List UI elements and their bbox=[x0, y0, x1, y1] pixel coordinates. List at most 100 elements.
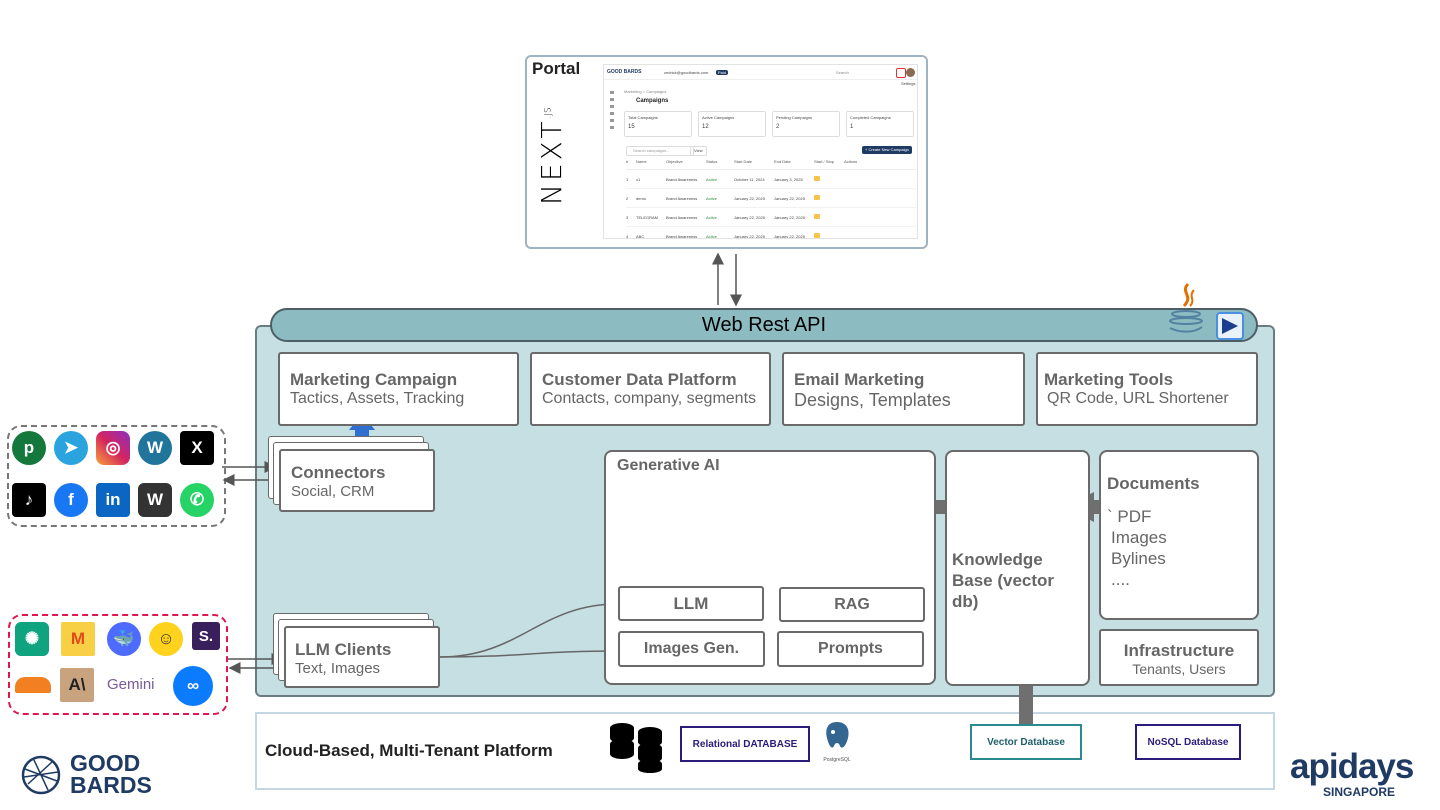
shot-table-cell: 1 bbox=[626, 176, 629, 182]
infrastructure-box[interactable]: Infrastructure Tenants, Users bbox=[1099, 629, 1259, 686]
documents-list: ` PDF Images Bylines .... bbox=[1107, 506, 1251, 590]
goodbards-logo-line1: GOOD bbox=[70, 750, 141, 776]
java-icon bbox=[1166, 282, 1206, 334]
documents-item: Bylines bbox=[1111, 549, 1166, 568]
module-subtitle: Tactics, Assets, Tracking bbox=[290, 390, 465, 407]
postgresql-icon: PostgreSQL bbox=[818, 720, 856, 766]
shot-table-cell: Active bbox=[706, 176, 717, 182]
shot-table-cell: Brand Awareness bbox=[666, 214, 698, 220]
module-title: Marketing Tools bbox=[1044, 370, 1174, 389]
genai-item-label: LLM bbox=[673, 593, 709, 613]
social-icons-grid: p ➤ ◎ W X ♪ f in W ✆ bbox=[12, 431, 222, 521]
llm-clients-title: LLM Clients bbox=[295, 640, 392, 659]
shot-toggle-icon[interactable] bbox=[814, 195, 820, 200]
genai-item-label: Prompts bbox=[818, 640, 883, 657]
shot-stat-card: Pending Campaigns 2 bbox=[772, 111, 840, 137]
shot-table-header-cell: # bbox=[626, 159, 629, 164]
module-marketing-tools[interactable]: Marketing Tools QR Code, URL Shortener bbox=[1036, 352, 1258, 426]
genai-images-box[interactable]: Images Gen. bbox=[618, 631, 765, 667]
cloud-platform-title: Cloud-Based, Multi-Tenant Platform bbox=[265, 741, 553, 760]
genai-prompts-box[interactable]: Prompts bbox=[777, 631, 924, 667]
module-title: Email Marketing bbox=[794, 370, 925, 389]
shot-table-cell: x1 bbox=[636, 176, 641, 182]
documents-box[interactable]: Documents ` PDF Images Bylines .... bbox=[1099, 450, 1259, 620]
connectors-box[interactable]: Connectors Social, CRM bbox=[279, 449, 435, 512]
shot-stat-card: Active Campaigns 12 bbox=[698, 111, 766, 137]
genai-llm-box[interactable]: LLM bbox=[618, 586, 764, 621]
clients-to-images-curve bbox=[439, 650, 619, 658]
api-tool-icon bbox=[1216, 312, 1244, 340]
shot-table-cell: ABC bbox=[636, 233, 645, 239]
infrastructure-subtitle: Tenants, Users bbox=[1132, 661, 1226, 677]
shot-search-input[interactable]: Search campaigns... bbox=[626, 146, 694, 156]
telegram-icon: ➤ bbox=[54, 431, 88, 465]
generative-ai-title: Generative AI bbox=[617, 457, 720, 474]
module-customer-data-platform[interactable]: Customer Data Platform Contacts, company… bbox=[530, 352, 771, 426]
shot-breadcrumb: Marketing > Campaigns bbox=[624, 89, 667, 94]
shot-table-cell: January 22, 2025 bbox=[774, 214, 805, 220]
shot-table-header-cell: Start / Stop bbox=[814, 159, 835, 164]
shot-table-header-cell: Objective bbox=[666, 159, 683, 164]
shot-create-button[interactable]: + Create New Campaign bbox=[862, 146, 912, 154]
documents-item: .... bbox=[1111, 570, 1130, 589]
shot-table-header-cell: Status bbox=[706, 159, 718, 164]
shot-table-header-cell: Actions bbox=[844, 159, 858, 164]
portal-screenshot: GOOD BARDS cedrick@goodbards.com Paid Se… bbox=[603, 64, 918, 239]
perplexity-icon: S. bbox=[192, 622, 220, 650]
shot-toggle-icon[interactable] bbox=[814, 233, 820, 238]
module-email-marketing[interactable]: Email Marketing Designs, Templates bbox=[782, 352, 1025, 426]
shot-toggle-icon[interactable] bbox=[814, 176, 820, 181]
genai-item-label: RAG bbox=[834, 595, 870, 613]
tiktok-icon: ♪ bbox=[12, 483, 46, 517]
shot-stat-label: Active Campaigns bbox=[702, 115, 735, 120]
llm-clients-box[interactable]: LLM Clients Text, Images bbox=[284, 626, 440, 688]
shot-table-cell: January 3, 2025 bbox=[774, 176, 803, 182]
shot-table-cell: 2 bbox=[626, 195, 629, 201]
relational-database-box[interactable]: Relational DATABASE bbox=[680, 726, 810, 762]
wordpress-icon: W bbox=[138, 431, 172, 465]
goodbards-logo: GOOD BARDS bbox=[20, 752, 165, 797]
genai-rag-box[interactable]: RAG bbox=[779, 587, 925, 622]
shot-table-cell: October 11, 2024 bbox=[734, 176, 765, 182]
shot-table-header-cell: End Date bbox=[774, 159, 791, 164]
meta-icon: ∞ bbox=[173, 666, 213, 706]
module-subtitle: Contacts, company, segments bbox=[542, 390, 757, 407]
shot-toggle-icon[interactable] bbox=[814, 214, 820, 219]
deepseek-icon: 🐳 bbox=[107, 622, 141, 656]
shot-table-cell: January 22, 2025 bbox=[734, 214, 765, 220]
module-marketing-campaign[interactable]: Marketing Campaign Tactics, Assets, Trac… bbox=[278, 352, 519, 426]
shot-table-cell: Active bbox=[706, 233, 717, 239]
vector-database-box[interactable]: Vector Database bbox=[970, 724, 1082, 760]
anthropic-icon: A\ bbox=[60, 668, 94, 702]
shot-stat-label: Total Campaigns bbox=[628, 115, 658, 120]
shot-stat-value: 2 bbox=[776, 124, 780, 130]
shot-table-cell: Brand Awareness bbox=[666, 195, 698, 201]
shot-table-cell: January 22, 2025 bbox=[774, 233, 805, 239]
module-subtitle: QR Code, URL Shortener bbox=[1047, 390, 1229, 407]
llm-clients-subtitle: Text, Images bbox=[295, 660, 381, 677]
shot-avatar bbox=[906, 68, 915, 77]
shot-table-cell: 3 bbox=[626, 214, 629, 220]
module-subtitle: Designs, Templates bbox=[794, 390, 951, 410]
web-rest-api-bar: Web Rest API bbox=[270, 308, 1258, 342]
gemini-icon: Gemini bbox=[107, 676, 155, 693]
llm-providers-grid: ✺ M 🐳 ☺ S. A\ Gemini ∞ bbox=[15, 622, 225, 712]
knowledge-base-box[interactable]: Knowledge Base (vector db) bbox=[945, 450, 1090, 686]
nosql-database-box[interactable]: NoSQL Database bbox=[1135, 724, 1241, 760]
documents-item: ` PDF bbox=[1107, 507, 1152, 526]
shot-search: Search bbox=[836, 70, 849, 75]
shot-view-button[interactable]: View bbox=[690, 146, 707, 156]
facebook-icon: f bbox=[54, 483, 88, 517]
clients-to-llm-curve bbox=[439, 603, 619, 658]
shot-stat-label: Completed Campaigns bbox=[850, 115, 891, 120]
apidays-logo: apidays SINGAPORE bbox=[1290, 748, 1435, 800]
shot-table-cell: January 22, 2025 bbox=[734, 233, 765, 239]
goodbards-globe-icon bbox=[21, 755, 61, 795]
shot-brand: GOOD BARDS bbox=[607, 69, 642, 75]
huggingface-icon: ☺ bbox=[149, 622, 183, 656]
shot-table-cell: 4 bbox=[626, 233, 629, 239]
